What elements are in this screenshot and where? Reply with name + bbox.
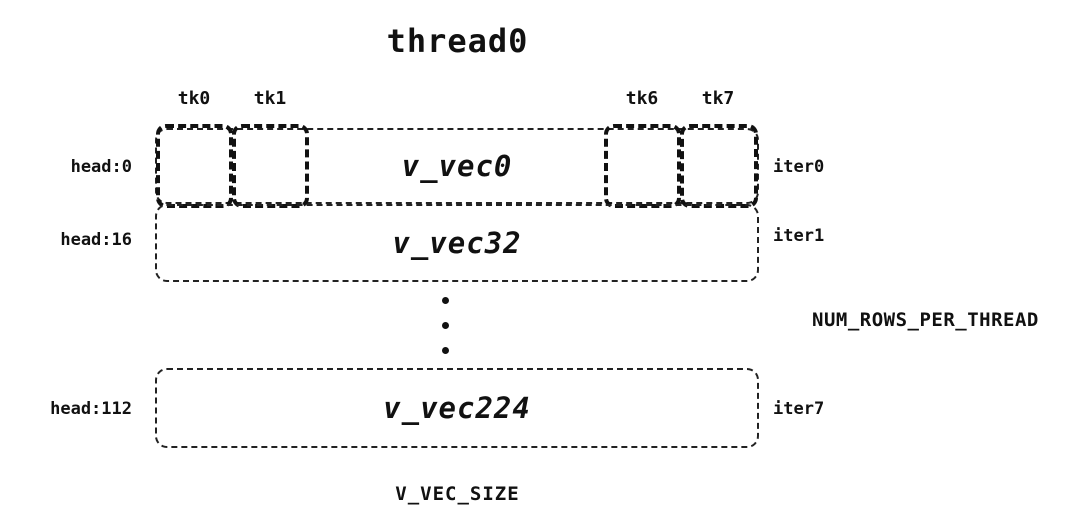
tk-label-tk1: tk1 — [253, 88, 287, 109]
head-offset-iter1: head:16 — [60, 230, 132, 250]
tk0-box — [156, 124, 233, 208]
ellipsis-dot — [442, 347, 449, 354]
tk-label-tk7: tk7 — [701, 88, 735, 109]
tk6-box — [604, 124, 681, 208]
v-vec-size-label: V_VEC_SIZE — [395, 483, 520, 505]
iter1-label: iter1 — [773, 226, 825, 246]
v-vec0-label: v_vec0 — [401, 149, 513, 183]
num-rows-per-thread-label: NUM_ROWS_PER_THREAD — [812, 309, 1039, 331]
ellipsis-dot — [442, 297, 449, 304]
diagram-title: thread0 — [386, 22, 529, 60]
tk7-box — [680, 124, 758, 208]
v-vec224-label: v_vec224 — [383, 391, 531, 425]
iter0-label: iter0 — [773, 157, 825, 177]
head-offset-iter7: head:112 — [50, 399, 132, 419]
ellipsis-dot — [442, 322, 449, 329]
iter7-label: iter7 — [773, 399, 825, 419]
v-vec-box-iter7: v_vec224 — [155, 368, 759, 448]
tk1-box — [232, 124, 309, 208]
v-vec32-label: v_vec32 — [392, 226, 522, 260]
head-offset-iter0: head:0 — [70, 157, 132, 177]
tk-label-tk0: tk0 — [177, 88, 211, 109]
v-vec-box-iter1: v_vec32 — [155, 204, 759, 282]
tk-label-tk6: tk6 — [625, 88, 659, 109]
